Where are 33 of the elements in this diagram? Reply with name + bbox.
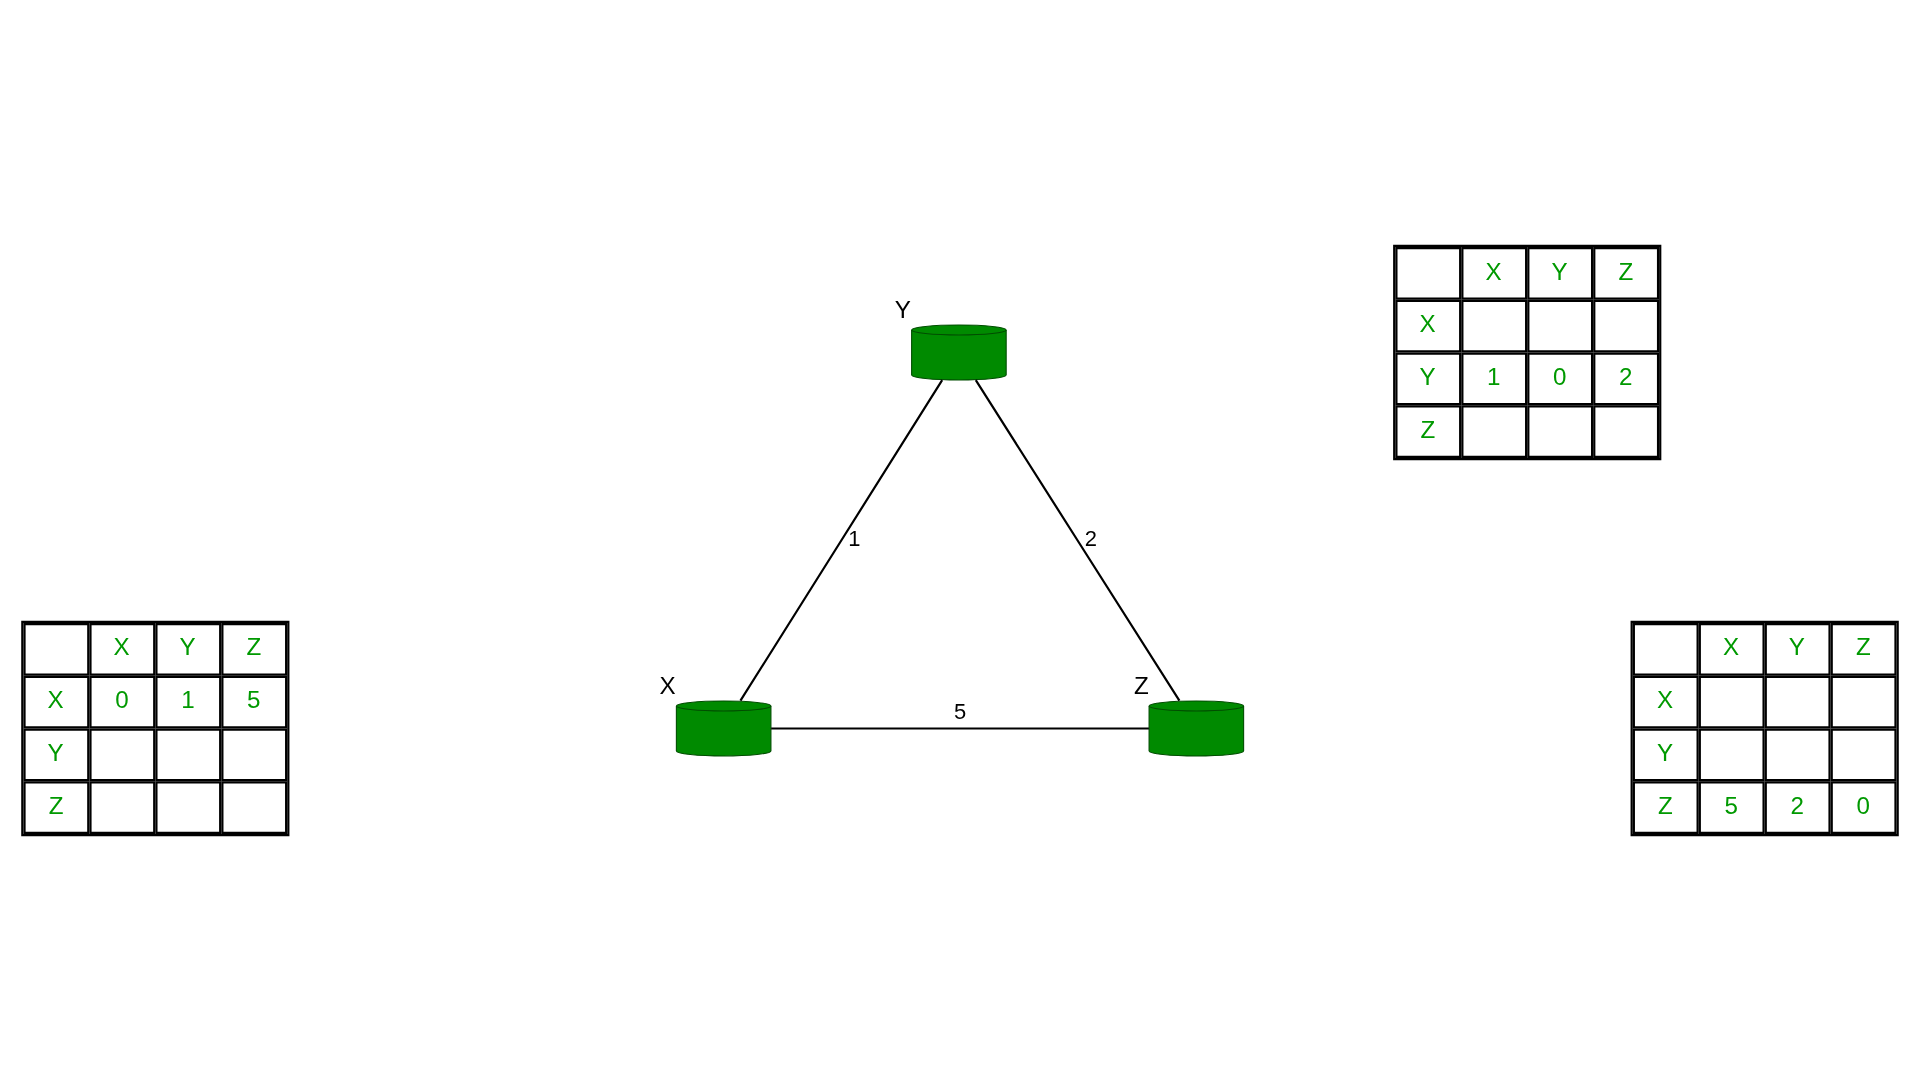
label: X — [113, 632, 130, 660]
label: Y — [1419, 362, 1436, 390]
label: 5 — [1724, 791, 1738, 819]
label: X — [1722, 632, 1740, 660]
label: Z — [48, 791, 64, 819]
label: Y — [1551, 257, 1568, 285]
label: 1 — [1487, 362, 1501, 390]
label: Y — [1656, 738, 1674, 766]
label: Z — [1420, 415, 1436, 443]
label: Y — [1788, 632, 1805, 660]
label: 5 — [247, 685, 261, 713]
label: Z — [1658, 791, 1673, 819]
node-label: Z — [1134, 671, 1149, 699]
label: 0 — [1856, 791, 1870, 819]
label: X — [1656, 685, 1674, 713]
label: Z — [1618, 257, 1634, 285]
edge-label: 2 — [1084, 525, 1097, 551]
label: 1 — [181, 685, 195, 713]
label: 0 — [1553, 362, 1567, 390]
edge-label: 5 — [953, 698, 967, 724]
label: Z — [1855, 632, 1871, 660]
node-label: X — [659, 671, 676, 699]
label: 2 — [1790, 791, 1804, 819]
edge-label: 1 — [848, 525, 861, 551]
label: X — [1419, 309, 1436, 337]
label: X — [47, 685, 64, 713]
label: Y — [47, 738, 64, 766]
label: Y — [179, 632, 196, 660]
label: 0 — [115, 685, 129, 713]
label: 2 — [1619, 362, 1633, 390]
label: Z — [246, 632, 262, 660]
label: X — [1485, 257, 1502, 285]
node-label: Y — [894, 295, 911, 323]
